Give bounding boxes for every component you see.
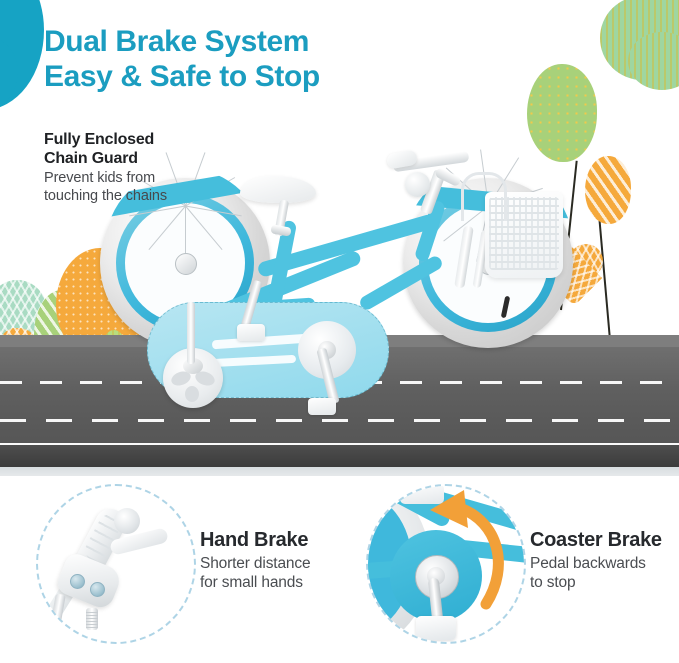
- basket-handle: [461, 172, 507, 221]
- coaster-brake-title: Coaster Brake: [530, 529, 662, 551]
- chain-guard-callout: Fully Enclosed Chain Guard Prevent kids …: [44, 130, 259, 205]
- hand-brake-sub-line-2: for small hands: [200, 574, 303, 591]
- chain-guard-slot: [209, 354, 297, 368]
- training-wheel-hole: [185, 386, 199, 402]
- hand-brake-lever-art: [38, 486, 194, 642]
- hand-brake-image-circle: [36, 484, 196, 644]
- pedal-rear: [237, 324, 265, 341]
- lever-screw: [90, 582, 105, 597]
- callout-sub-line-1: Prevent kids from: [44, 170, 156, 186]
- pedal-closeup: [416, 616, 456, 640]
- headline-line-2: Easy & Safe to Stop: [44, 60, 320, 93]
- lane-dash-row-near: [0, 419, 679, 422]
- lever-screw: [70, 574, 85, 589]
- coaster-brake-image-circle: [366, 484, 526, 644]
- backward-rotation-arrow: [430, 490, 504, 610]
- hand-brake-text: Hand Brake Shorter distance for small ha…: [200, 528, 340, 592]
- bicycle-product-photo: [100, 80, 605, 415]
- cable-threads: [86, 610, 98, 628]
- coaster-brake-sub-line-1: Pedal backwards: [530, 555, 646, 572]
- rear-hub: [175, 253, 197, 275]
- callout-title-line-2: Chain Guard: [44, 150, 138, 167]
- pedal-top: [400, 486, 444, 504]
- panel-coaster-brake: Coaster Brake Pedal backwards to stop: [340, 476, 679, 663]
- page-title: Dual Brake System Easy & Safe to Stop: [44, 24, 320, 94]
- pedal-front: [308, 398, 336, 415]
- coaster-brake-sub-line-2: to stop: [530, 574, 576, 591]
- decorative-blob: [0, 0, 44, 112]
- coaster-brake-text: Coaster Brake Pedal backwards to stop: [530, 528, 679, 592]
- grip-end-cap: [114, 508, 140, 534]
- headline-line-1: Dual Brake System: [44, 25, 310, 58]
- bicycle-seat: [240, 176, 316, 203]
- road-edge-line-bottom: [0, 443, 679, 445]
- coaster-brake-art: [368, 486, 524, 642]
- spoke: [185, 206, 186, 263]
- hand-brake-sub-line-1: Shorter distance: [200, 555, 311, 572]
- training-wheel-bracket: [187, 302, 195, 364]
- callout-sub-line-2: touching the chains: [44, 188, 168, 204]
- feature-panels: Hand Brake Shorter distance for small ha…: [0, 476, 679, 663]
- bell: [405, 172, 430, 197]
- road-side-face: [0, 445, 679, 467]
- hand-brake-title: Hand Brake: [200, 529, 309, 551]
- panel-hand-brake: Hand Brake Shorter distance for small ha…: [0, 476, 340, 663]
- callout-title-line-1: Fully Enclosed: [44, 131, 155, 148]
